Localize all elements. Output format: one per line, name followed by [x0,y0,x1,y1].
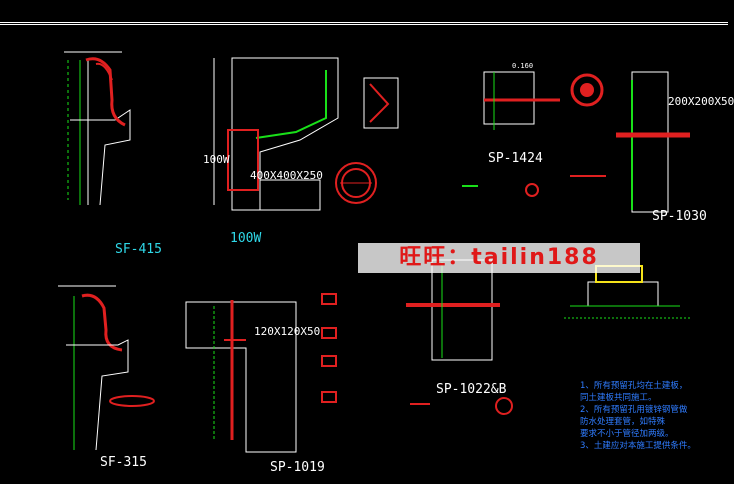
dimension-120: 120X120X50 [254,325,321,338]
label-sf-415: SF-415 [115,242,162,257]
label-sf-315: SF-315 [100,455,147,470]
note-line: 2、所有预留孔用镀锌钢管做 [580,405,688,415]
detail-pump-base [564,265,690,319]
detail-sp-1424 [483,71,604,130]
dimension-0160: 0.160 [512,62,534,70]
detail-circle-plan [335,162,377,204]
detail-small-column [321,293,337,403]
label-sp-1424: SP-1424 [488,151,543,166]
label-sp-1030: SP-1030 [652,209,707,224]
label-sp-1019: SP-1019 [270,460,325,475]
note-line: 3、土建应对本施工提供条件。 [580,441,696,451]
detail-100w [213,57,339,211]
detail-small-fittings [462,175,606,197]
detail-sf-415 [64,51,131,206]
note-line: 同土建板共同施工。 [580,393,657,403]
label-sp-1022b: SP-1022&B [436,382,507,397]
frame-border-line [0,24,728,25]
note-line: 要求不小于管径加两级。 [580,429,674,439]
note-line: 防水处理套管，如特殊 [580,417,666,427]
note-line: 1、所有预留孔均在土建板， [580,381,688,391]
title-strip [0,0,728,23]
dimension-200: 200X200X50 [668,95,734,108]
dimension-100w: 100W [203,153,230,166]
dimension-400: 400X400X250 [250,169,323,182]
detail-sp-1019 [185,300,297,453]
detail-sp-1022b [406,259,513,415]
detail-sf-315 [58,285,155,451]
watermark-banner: 旺旺：tailin188 [358,243,640,273]
label-100w: 100W [230,231,262,246]
detail-sp-1030 [616,71,690,213]
detail-pipe-sleeve [363,77,399,129]
drawing-notes: 1、所有预留孔均在土建板， 同土建板共同施工。 2、所有预留孔用镀锌钢管做 防水… [580,380,720,452]
